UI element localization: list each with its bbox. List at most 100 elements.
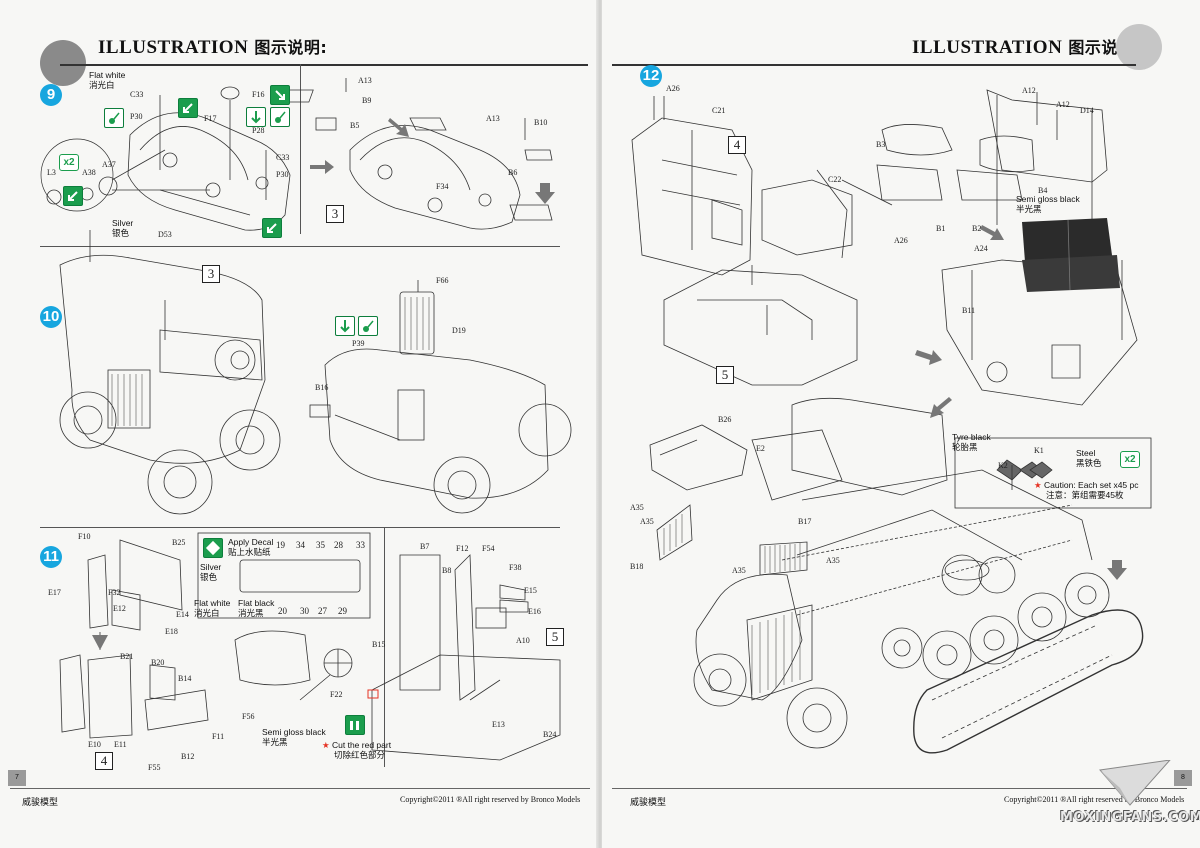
part-label: F56 [242, 712, 255, 721]
fender-assembly-step9b [278, 78, 553, 230]
section-divider [40, 246, 560, 247]
subassembly-box: 3 [202, 265, 220, 283]
part-label: A35 [826, 556, 840, 565]
semi-gloss-note: Semi gloss black 半光黑 [262, 727, 326, 747]
part-label: E12 [113, 604, 126, 613]
track-belt-step12 [913, 609, 1144, 754]
header-disc [1116, 24, 1162, 70]
subassembly-box: 4 [95, 752, 113, 770]
star-icon: ★ [1034, 480, 1042, 490]
subassembly-box: 4 [728, 136, 746, 154]
semi-gloss-en: Semi gloss black [1016, 194, 1080, 204]
seat-cushions-black [1022, 218, 1120, 292]
part-label: K1 [1034, 446, 1044, 455]
step-badge-10: 10 [40, 306, 62, 328]
tyre-black-en: Tyre black [952, 432, 991, 442]
cab-frame-step12 [631, 96, 893, 276]
part-label: A38 [82, 168, 96, 177]
part-label: L3 [47, 168, 56, 177]
decal-number: 27 [318, 606, 327, 616]
flat-black-cn: 消光黑 [238, 608, 264, 618]
part-label: D14 [1080, 106, 1094, 115]
cut-red-cn: 切除红色部分 [334, 750, 386, 760]
left-page: ILLUSTRATION 图示说明: [0, 0, 598, 848]
title-en: ILLUSTRATION [98, 37, 249, 58]
engine-hood-step12 [649, 424, 748, 491]
direction-arrow-icon [178, 98, 198, 118]
cut-red-note: ★ Cut the red part 切除红色部分 [322, 740, 391, 760]
part-label: E18 [165, 627, 178, 636]
part-label: P28 [252, 126, 265, 135]
part-label: A24 [974, 244, 988, 253]
watermark: MOXINGFANS.COM [1060, 759, 1200, 830]
paint-note-silver: Silver 银色 [112, 218, 133, 238]
part-label: B16 [315, 383, 329, 392]
part-label: F16 [252, 90, 265, 99]
part-label: B8 [442, 566, 452, 575]
part-label: B9 [362, 96, 372, 105]
step-badge-12: 12 [640, 65, 662, 87]
flat-black-en: Flat black [238, 598, 275, 608]
part-label: F22 [330, 690, 343, 699]
part-label: A35 [732, 566, 746, 575]
apply-decal-cn: 贴上水贴纸 [228, 547, 271, 557]
silver-cn: 银色 [200, 572, 218, 582]
steel-en: Steel [1076, 448, 1096, 458]
decal-number: 20 [278, 606, 287, 616]
title-cn: 图示说明: [254, 38, 328, 57]
star-icon: ★ [322, 740, 330, 750]
dashboard-parts-step11 [59, 539, 209, 739]
part-label: B21 [120, 652, 134, 661]
fender-assembly-step9 [40, 86, 291, 231]
silver-cn: 银色 [112, 228, 130, 238]
part-label: A37 [102, 160, 116, 169]
page-title: ILLUSTRATION 图示说明: [98, 34, 327, 59]
flat-white-note: Flat white 消光白 [194, 598, 230, 618]
part-label: P30 [130, 112, 143, 121]
direction-arrow-icon [262, 218, 282, 238]
steering-wheel-step11 [234, 630, 353, 701]
cab-floor-step12 [663, 265, 858, 386]
part-label: F38 [509, 563, 522, 572]
part-label: B4 [1038, 186, 1048, 195]
part-label: B2 [972, 224, 982, 233]
part-label: A12 [1022, 86, 1036, 95]
part-label: A26 [894, 236, 908, 245]
watermark-text: MOXINGFANS.COM [1060, 810, 1200, 825]
paint-note-cn: 消光白 [89, 80, 115, 90]
cut-red-en: Cut the red part [332, 740, 392, 750]
part-label: D53 [158, 230, 172, 239]
flat-white-en: Flat white [194, 598, 231, 608]
insert-down-icon [246, 107, 266, 127]
part-label: F17 [204, 114, 217, 123]
paint-note-en: Flat white [89, 70, 126, 80]
part-label: F54 [482, 544, 495, 553]
footer-rule [612, 788, 1187, 789]
subassembly-box: 3 [326, 205, 344, 223]
steel-cn: 黑铁色 [1076, 458, 1102, 468]
page-number: 8 [1174, 770, 1192, 786]
copyright: Copyright©2011 ®All right reserved by Br… [1004, 795, 1185, 804]
part-label: B15 [372, 640, 386, 649]
seat-assembly-step12 [941, 259, 1138, 406]
part-label: C22 [828, 175, 842, 184]
truck-step10-left [59, 230, 281, 515]
subassembly-box: 5 [716, 366, 734, 384]
copyright: Copyright©2011 ®All right reserved by Br… [400, 795, 581, 804]
semi-gloss-cn: 半光黑 [262, 737, 288, 747]
part-label: B12 [181, 752, 195, 761]
part-label: B20 [151, 658, 165, 667]
step-badge-11: 11 [40, 546, 62, 568]
part-label: A13 [358, 76, 372, 85]
part-label: P39 [352, 339, 365, 348]
insert-down-icon [335, 316, 355, 336]
section-divider [384, 527, 385, 767]
part-label: B25 [172, 538, 186, 547]
tyre-black-cn: 轮胎黑 [952, 442, 978, 452]
part-label: B17 [798, 517, 812, 526]
part-label: F32 [108, 588, 121, 597]
caution-cn: 注意：第组需要45枚 [1046, 490, 1124, 500]
brand-cn: 威骏模型 [22, 798, 59, 808]
part-label: F10 [78, 532, 91, 541]
